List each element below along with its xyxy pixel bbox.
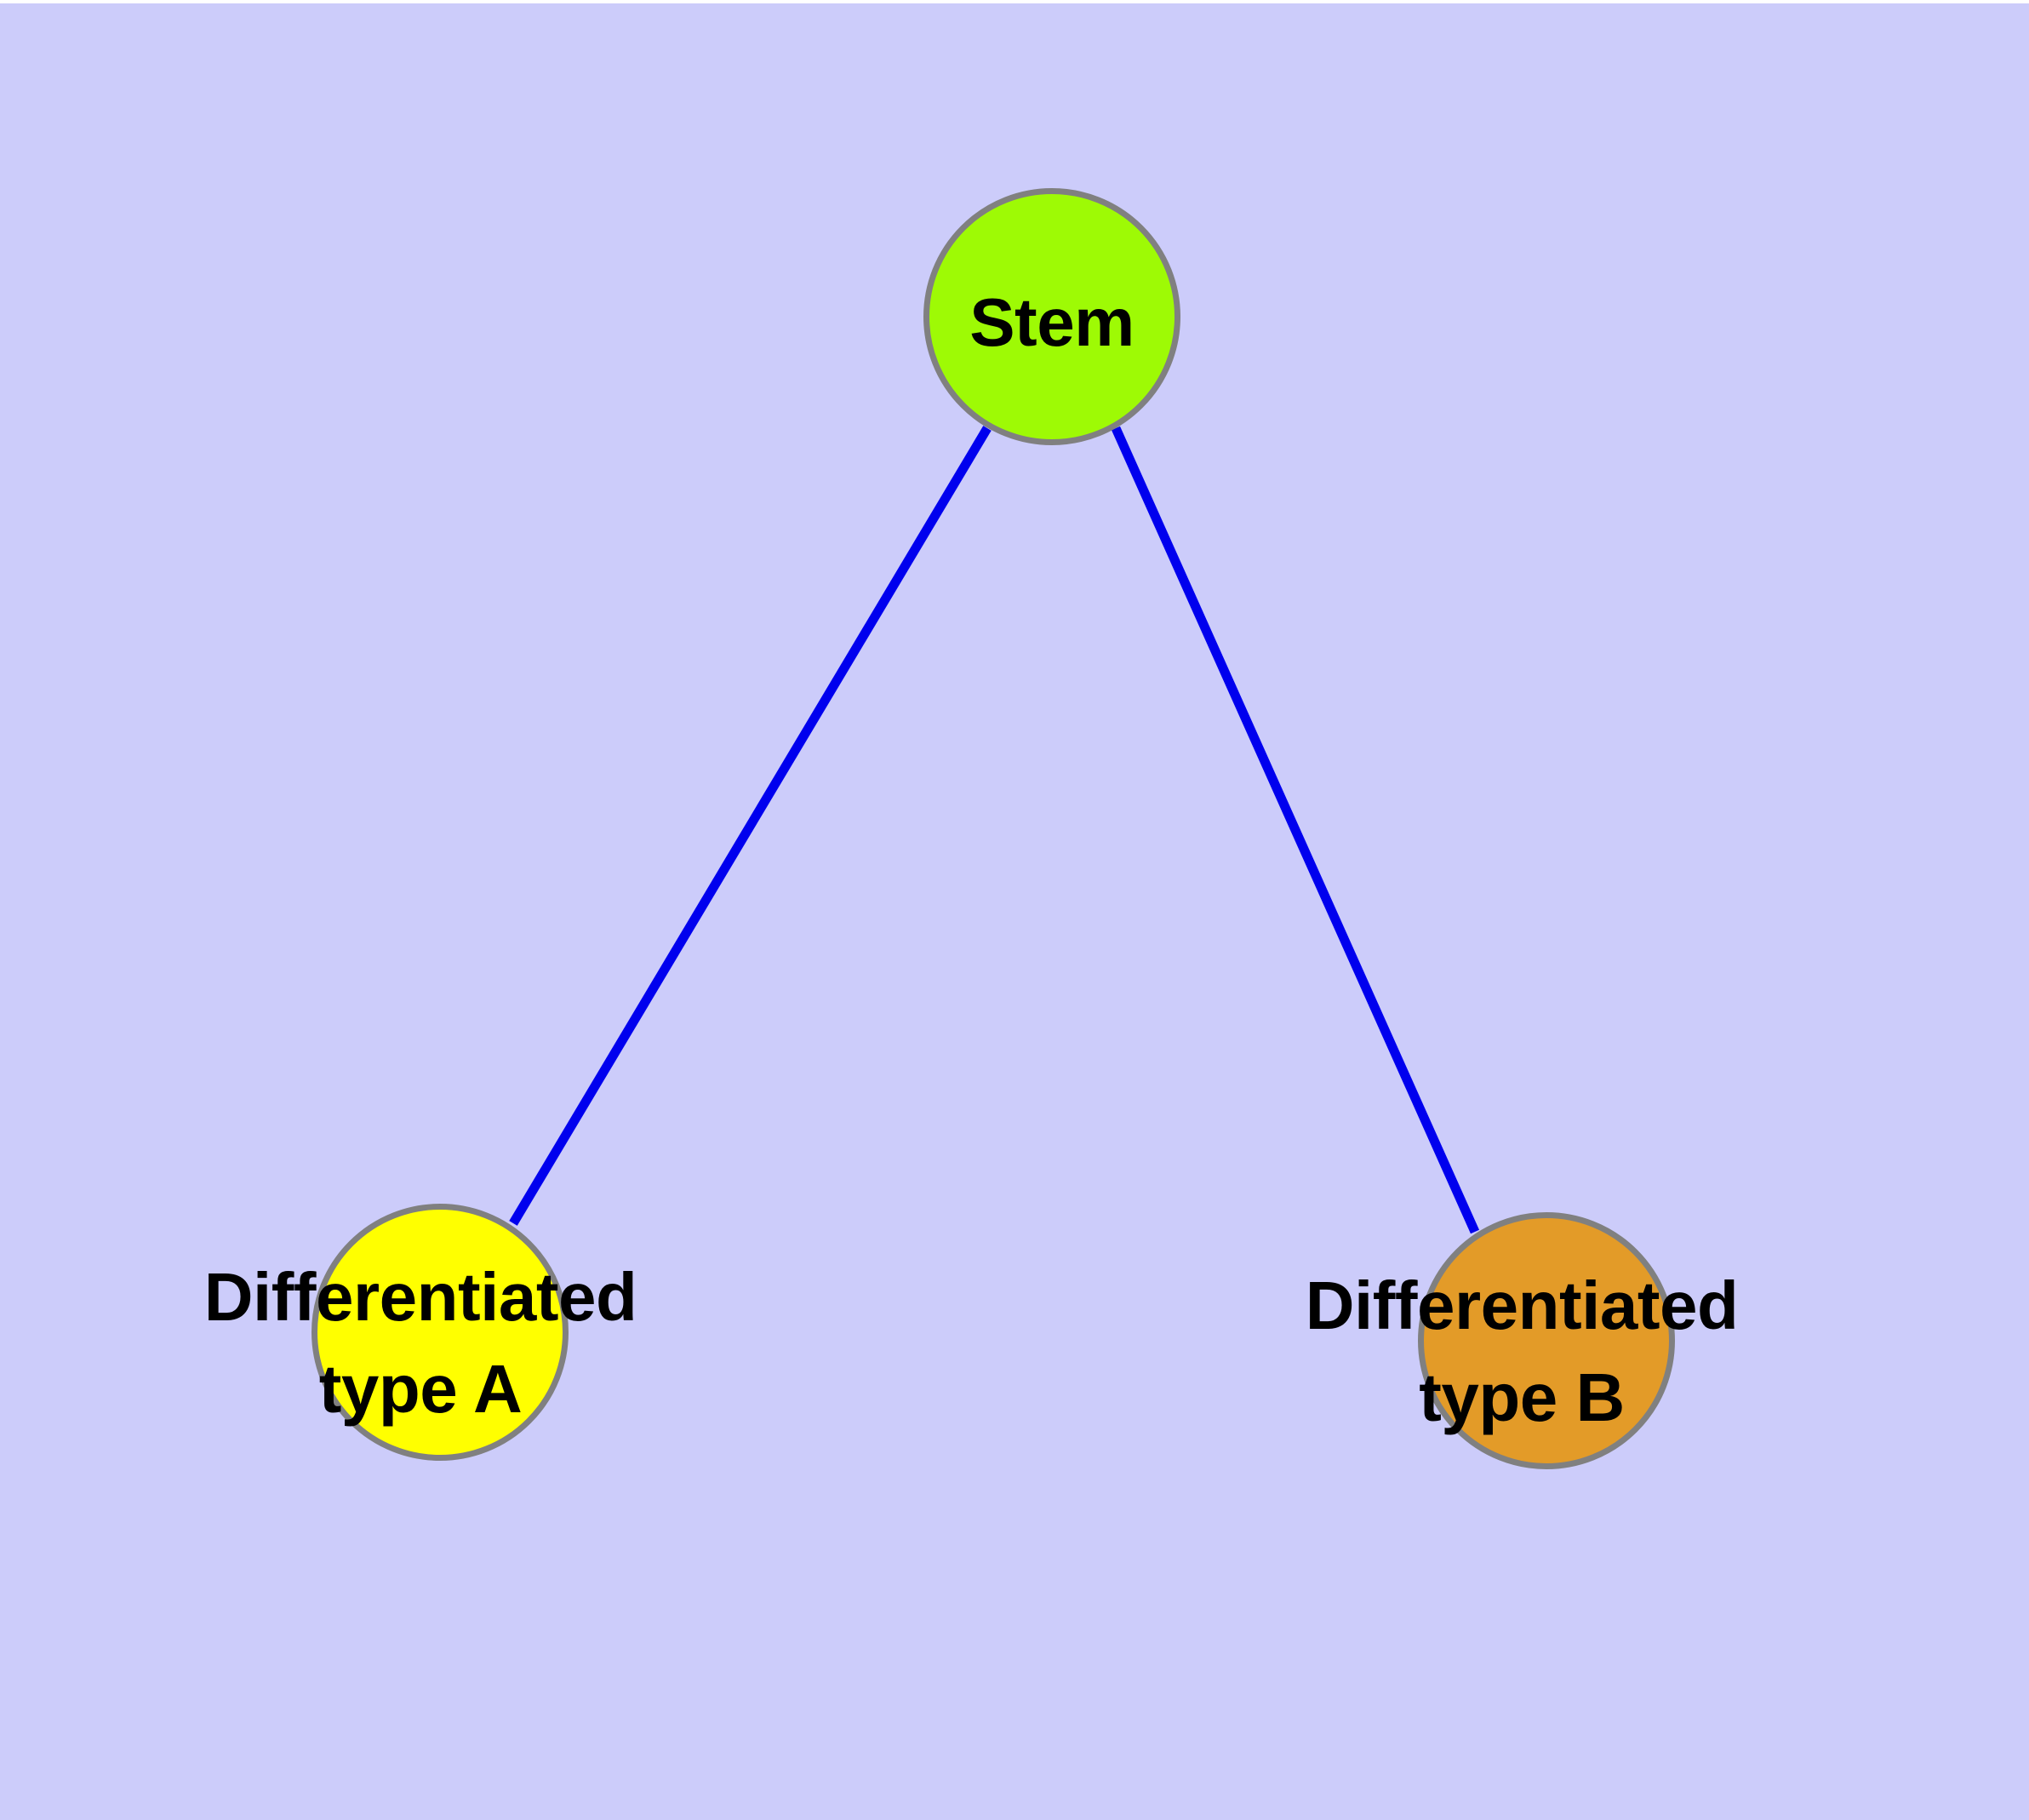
node-label-differentiated-type-b: Differentiated type B — [1266, 1260, 1777, 1444]
node-differentiated-type-b[interactable] — [1418, 1212, 1675, 1469]
node-label-stem-line-1: Stem — [969, 284, 1135, 360]
edge-stem-to-differentiated-type-a — [509, 426, 992, 1226]
node-label-differentiated-type-a: Differentiated type A — [165, 1251, 676, 1435]
node-differentiated-type-a[interactable] — [311, 1204, 569, 1461]
node-label-differentiated-type-b-line-2: type B — [1419, 1359, 1625, 1435]
edge-stem-to-differentiated-type-b — [1111, 426, 1480, 1234]
node-label-differentiated-type-b-line-1: Differentiated — [1305, 1268, 1739, 1343]
node-label-differentiated-type-a-line-2: type A — [318, 1351, 523, 1427]
node-label-stem: Stem — [796, 277, 1308, 369]
node-stem[interactable] — [923, 188, 1180, 445]
node-label-differentiated-type-a-line-1: Differentiated — [203, 1259, 637, 1335]
